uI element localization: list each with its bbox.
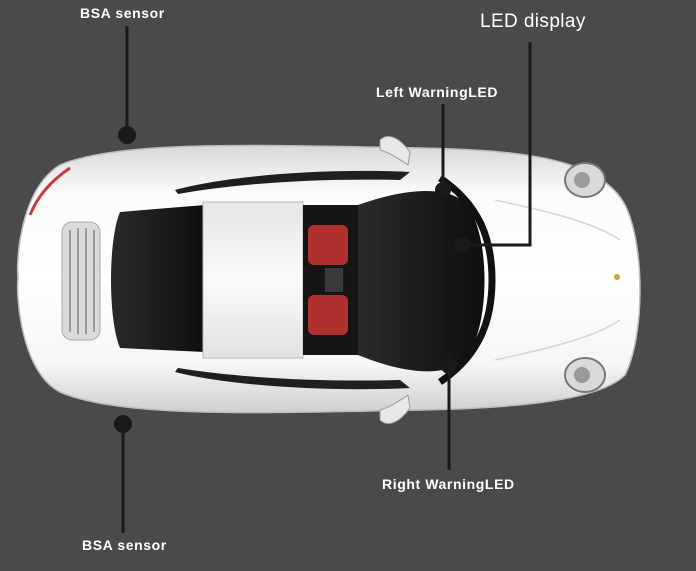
roof-panel <box>202 201 304 359</box>
windshield <box>358 190 485 372</box>
left-mirror <box>379 136 411 166</box>
hood-badge <box>614 274 620 280</box>
rear-window <box>111 205 205 352</box>
led-display-leader <box>462 42 532 247</box>
center-console <box>325 268 343 292</box>
upper-side-window <box>175 170 410 194</box>
bsa-bottom-sensor-dot <box>114 415 132 433</box>
led-display-label: LED display <box>480 11 586 32</box>
left-headlight <box>564 162 606 198</box>
rear-grille <box>61 221 101 341</box>
right-seat <box>308 295 348 335</box>
hood-line-top <box>494 199 621 241</box>
bsa-sensor-top-label: BSA sensor <box>80 5 165 21</box>
bsa-top-sensor-dot <box>118 126 136 144</box>
led-display-dot <box>454 237 470 253</box>
left-warning-led-dot <box>435 182 451 198</box>
right-warning-led-dot <box>441 358 457 374</box>
lower-side-window <box>175 368 410 390</box>
right-warning-led-label: Right WarningLED <box>382 476 515 492</box>
right-headlight <box>564 357 606 393</box>
bsa-sensor-bottom-label: BSA sensor <box>82 537 167 553</box>
windshield-frame <box>438 175 496 385</box>
left-seat <box>308 225 348 265</box>
tail-light <box>28 166 71 216</box>
left-warning-led-label: Left WarningLED <box>376 84 499 100</box>
hood-line-bottom <box>494 319 621 361</box>
right-mirror <box>379 394 411 424</box>
